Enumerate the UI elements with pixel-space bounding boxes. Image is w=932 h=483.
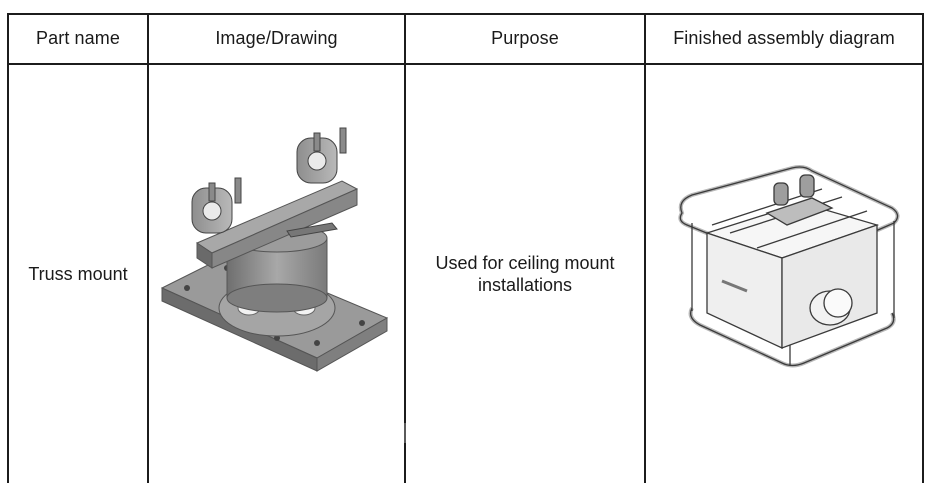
header-divider: [7, 63, 924, 65]
header-finished-assembly: Finished assembly diagram: [673, 27, 895, 48]
cell-purpose: Used for ceiling mount installations: [435, 253, 615, 295]
header-purpose: Purpose: [491, 27, 559, 48]
table-right-border: [922, 13, 924, 483]
header-image-drawing: Image/Drawing: [215, 27, 338, 48]
truss-mount-drawing-icon: [160, 127, 406, 443]
finished-assembly-drawing-icon: [678, 165, 900, 368]
table-top-border: [7, 13, 924, 15]
column-divider-3: [644, 13, 646, 483]
cell-part-name: Truss mount: [28, 264, 128, 284]
table-left-border: [7, 13, 9, 483]
parts-table: Part name Image/Drawing Purpose Finished…: [7, 13, 924, 483]
column-divider-2: [404, 13, 406, 483]
header-part-name: Part name: [36, 27, 120, 48]
column-divider-1: [147, 13, 149, 483]
